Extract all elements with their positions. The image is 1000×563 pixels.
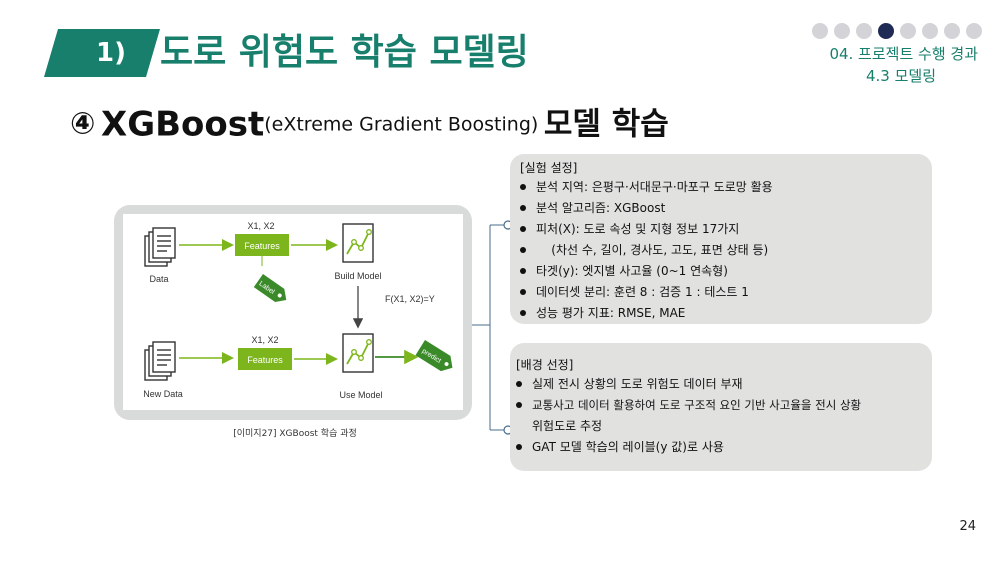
new-features-box <box>238 348 292 370</box>
progress-dot <box>944 23 960 39</box>
progress-dot-current <box>878 23 894 39</box>
progress-dot <box>966 23 982 39</box>
heading-full-name: (eXtreme Gradient Boosting) <box>264 113 539 136</box>
xgboost-diagram: Data X1, X2 Features Label Build Model F… <box>123 214 463 410</box>
list-item: 데이터셋 분리: 훈련 8 : 검증 1 : 테스트 1 <box>520 282 773 303</box>
progress-dot <box>834 23 850 39</box>
background-title: [배경 선정] <box>516 358 574 372</box>
subsection-label: 4.3 모델링 <box>865 67 936 85</box>
progress-dot <box>922 23 938 39</box>
function-label: F(X1, X2)=Y <box>385 294 435 304</box>
features-box <box>235 234 289 256</box>
progress-dot <box>900 23 916 39</box>
list-item: 분석 알고리즘: XGBoost <box>520 198 773 219</box>
experiment-title: [실험 설정] <box>520 161 578 175</box>
section-badge <box>44 29 160 77</box>
section-label: 04. 프로젝트 수행 경과 <box>829 45 978 63</box>
predict-tag: predict <box>415 340 453 372</box>
heading-suffix: 모델 학습 <box>543 106 669 143</box>
features-vars-label: X1, X2 <box>247 221 274 231</box>
label-tag: Label <box>253 274 287 303</box>
page-title: 도로 위험도 학습 모델링 <box>160 32 529 73</box>
experiment-settings-box: [실험 설정] 분석 지역: 은평구·서대문구·마포구 도로망 활용 분석 알고… <box>510 154 932 324</box>
use-model-icon <box>342 333 374 373</box>
features-box-label: Features <box>244 241 280 251</box>
progress-dot <box>856 23 872 39</box>
heading-number: ④ <box>70 106 96 142</box>
list-item: 성능 평가 지표: RMSE, MAE <box>520 303 773 324</box>
build-model-icon <box>342 223 374 263</box>
list-item: GAT 모델 학습의 레이블(y 값)로 사용 <box>516 437 861 458</box>
list-item: 교통사고 데이터 활용하여 도로 구조적 요인 기반 사고율을 전시 상황 <box>516 395 861 416</box>
use-model-label: Use Model <box>339 390 382 400</box>
build-model-label: Build Model <box>334 271 381 281</box>
background-box: [배경 선정] 실제 전시 상황의 도로 위험도 데이터 부재 교통사고 데이터… <box>510 343 932 471</box>
list-item: 피처(X): 도로 속성 및 지형 정보 17가지 <box>520 219 773 240</box>
image-caption: [이미지27] XGBoost 학습 과정 <box>233 429 357 439</box>
section-badge-label: 1) <box>96 38 126 68</box>
heading-model: XGBoost <box>100 104 265 145</box>
list-item: 타겟(y): 엣지별 사고율 (0~1 연속형) <box>520 261 773 282</box>
list-item: (차선 수, 길이, 경사도, 고도, 표면 상태 등) <box>520 240 773 261</box>
list-item-continuation: 위험도로 추정 <box>532 419 603 433</box>
slide-heading: ④ XGBoost(eXtreme Gradient Boosting) 모델 … <box>70 96 669 153</box>
list-item: 실제 전시 상황의 도로 위험도 데이터 부재 <box>516 374 861 395</box>
progress-dots <box>812 23 982 39</box>
document-icon <box>144 227 176 267</box>
new-features-box-label: Features <box>247 355 283 365</box>
data-label: Data <box>149 274 168 284</box>
list-item: 분석 지역: 은평구·서대문구·마포구 도로망 활용 <box>520 177 773 198</box>
new-features-vars-label: X1, X2 <box>251 335 278 345</box>
new-data-label: New Data <box>143 389 183 399</box>
page-number: 24 <box>959 519 976 534</box>
new-document-icon <box>144 341 176 381</box>
progress-dot <box>812 23 828 39</box>
